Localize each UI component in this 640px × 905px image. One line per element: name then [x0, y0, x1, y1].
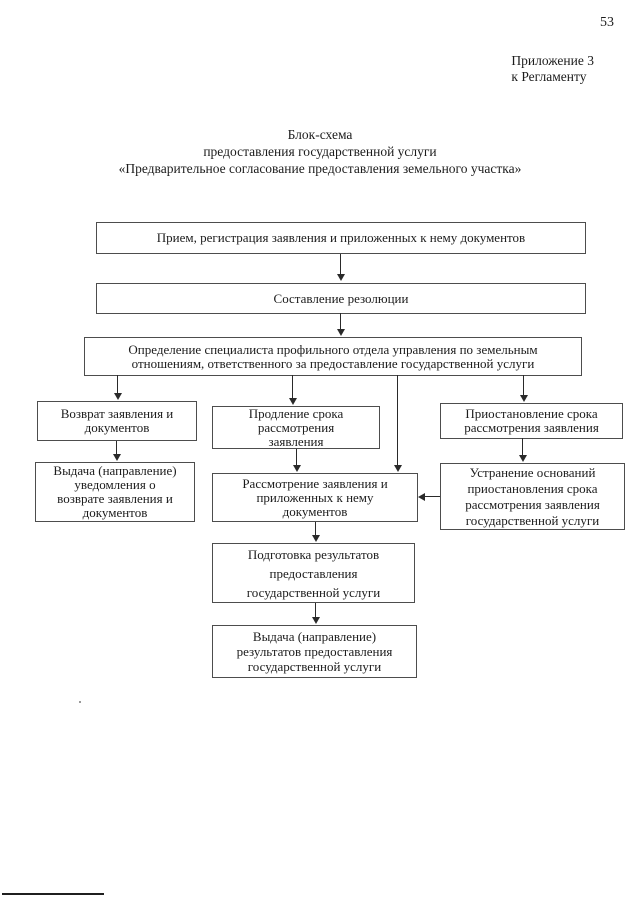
annex-line-2: к Регламенту [511, 69, 587, 84]
node-return-application: Возврат заявления и документов [37, 401, 197, 441]
arrow-assign-to-suspend [523, 375, 524, 396]
node-text: Возврат заявления и [60, 406, 174, 421]
node-text: Приостановление срока [465, 406, 598, 421]
node-text: Рассмотрение заявления и [242, 475, 388, 491]
node-text: заявления [268, 433, 324, 449]
node-text: уведомления о [74, 477, 156, 492]
arrow-assign-to-return [117, 375, 118, 394]
footnote-rule [2, 893, 104, 895]
arrowhead-down-icon [114, 393, 122, 400]
node-text: Подготовка результатов [247, 546, 380, 562]
node-text: Определение специалиста профильного отде… [128, 341, 538, 357]
node-text: приложенных к нему [256, 489, 374, 505]
node-text: предоставления [269, 565, 358, 581]
node-text: приостановления срока [467, 480, 598, 496]
node-text: Прием, регистрация заявления и приложенн… [156, 230, 526, 245]
node-review-application: Рассмотрение заявления и приложенных к н… [212, 473, 418, 522]
arrow-suspend-to-eliminate [522, 438, 523, 456]
title-line-2: предоставления государственной услуги [203, 144, 437, 159]
node-text: Составление резолюции [273, 290, 409, 306]
node-text: государственной услуги [247, 659, 382, 674]
arrowhead-down-icon [113, 454, 121, 461]
arrow-resolution-to-assign [340, 313, 341, 330]
arrowhead-down-icon [520, 395, 528, 402]
node-extend-term: Продление срока рассмотрения заявления [212, 406, 380, 449]
node-text: рассмотрения [257, 419, 335, 435]
arrowhead-left-icon [418, 493, 425, 501]
arrow-extend-to-review [296, 449, 297, 466]
node-suspend-term: Приостановление срока рассмотрения заявл… [440, 403, 623, 439]
node-eliminate-grounds: Устранение оснований приостановления сро… [440, 463, 625, 530]
document-title: Блок-схема предоставления государственно… [0, 126, 640, 177]
scan-artifact [79, 701, 81, 703]
arrow-receive-to-resolution [340, 254, 341, 275]
node-text: Устранение оснований [469, 464, 596, 480]
annex-line-1: Приложение 3 [511, 53, 594, 68]
title-line-1: Блок-схема [287, 127, 353, 142]
arrow-prepare-to-issue [315, 603, 316, 618]
node-text: возврате заявления и [57, 491, 173, 506]
arrowhead-down-icon [293, 465, 301, 472]
node-text: государственной услуги [246, 584, 381, 600]
node-text: документов [82, 505, 148, 520]
node-text: результатов предоставления [236, 644, 393, 659]
arrow-assign-to-extend [292, 375, 293, 399]
title-line-3: «Предварительное согласование предоставл… [118, 161, 522, 176]
arrowhead-down-icon [289, 398, 297, 405]
node-text: Выдача (направление) [53, 463, 177, 478]
node-assign-specialist: Определение специалиста профильного отде… [84, 337, 582, 376]
arrowhead-down-icon [519, 455, 527, 462]
node-text: документов [282, 503, 348, 519]
node-text: документов [84, 420, 150, 435]
annex-note: Приложение 3 к Регламенту [511, 53, 594, 85]
node-prepare-results: Подготовка результатов предоставления го… [212, 543, 415, 603]
node-text: государственной услуги [465, 512, 600, 528]
arrowhead-down-icon [337, 329, 345, 336]
arrow-review-to-prepare [315, 522, 316, 536]
node-text: рассмотрения заявления [464, 420, 599, 435]
node-text: отношениям, ответственного за предоставл… [131, 355, 535, 371]
arrow-return-to-notice [116, 441, 117, 455]
arrowhead-down-icon [337, 274, 345, 281]
arrowhead-down-icon [312, 617, 320, 624]
node-text: Выдача (направление) [252, 629, 377, 644]
page-number: 53 [600, 15, 614, 30]
node-text: рассмотрения заявления [465, 496, 600, 512]
arrow-eliminate-to-review [425, 496, 440, 497]
node-resolution: Составление резолюции [96, 283, 586, 314]
arrowhead-down-icon [394, 465, 402, 472]
arrow-assign-to-review [397, 375, 398, 466]
node-receive-registration: Прием, регистрация заявления и приложенн… [96, 222, 586, 254]
node-text: Продление срока [248, 405, 344, 421]
node-issue-results: Выдача (направление) результатов предост… [212, 625, 417, 678]
node-return-notice: Выдача (направление) уведомления о возвр… [35, 462, 195, 522]
arrowhead-down-icon [312, 535, 320, 542]
